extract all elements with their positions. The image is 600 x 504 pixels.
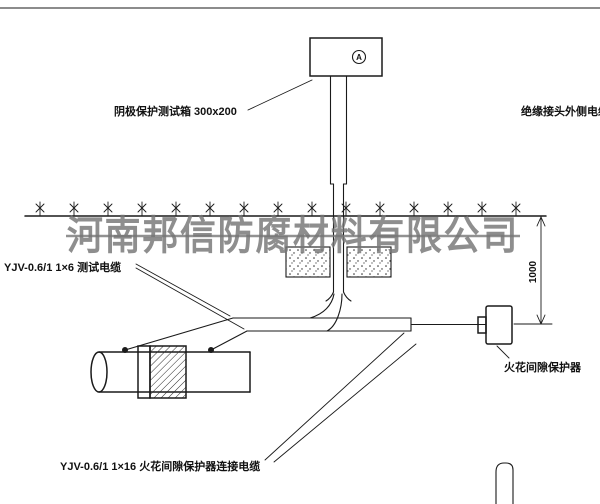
pipeline: [90, 345, 251, 399]
insulated-joint-cable-label: 绝缘接头外侧电缆: [521, 104, 600, 118]
cables: [124, 293, 487, 351]
conduit-riser: [325, 75, 352, 302]
test-box-label: 阴极保护测试箱 300x200: [114, 104, 237, 118]
spark-gap-protector: [477, 305, 513, 345]
ammeter-letter: A: [356, 53, 362, 62]
dimension-line: [513, 216, 553, 325]
test-cable-right: [210, 330, 248, 351]
concrete-foundation-right: [346, 246, 392, 278]
spark-gap-label: 火花间隙保护器: [504, 360, 582, 374]
joint-flange: [137, 345, 151, 399]
concrete-foundation-left: [285, 246, 331, 278]
connection-cable-label: YJV-0.6/1 1×16 火花间隙保护器连接电缆: [60, 459, 260, 473]
ammeter-circle: [351, 49, 367, 65]
pipe-end-left: [90, 351, 108, 393]
test-box-outline: [309, 37, 383, 77]
leader-lines: [135, 79, 510, 463]
leader-test-box: [247, 79, 313, 111]
insulating-joint: [149, 345, 187, 399]
test-box: [309, 37, 383, 77]
spark-gap-body: [485, 305, 513, 345]
test-cable-left: [124, 317, 234, 351]
bell-mouth-left: [325, 291, 335, 302]
leader-spark-gap: [496, 345, 510, 359]
test-cable-label: YJV-0.6/1 1×6 测试电缆: [4, 260, 121, 274]
leader-test-cable-1: [135, 263, 231, 317]
ground: [24, 201, 547, 217]
leader-connection-cable-1: [264, 332, 405, 461]
watermark-text: 河南邦信防腐材料有限公司: [67, 213, 519, 258]
bell-mouth-right: [342, 291, 352, 302]
leader-connection-cable-2: [273, 343, 417, 463]
concrete-foundation: [285, 246, 392, 278]
dimension-value: 1000: [528, 260, 539, 283]
leader-test-cable-2: [135, 267, 245, 330]
riser-symbol: [495, 462, 514, 504]
